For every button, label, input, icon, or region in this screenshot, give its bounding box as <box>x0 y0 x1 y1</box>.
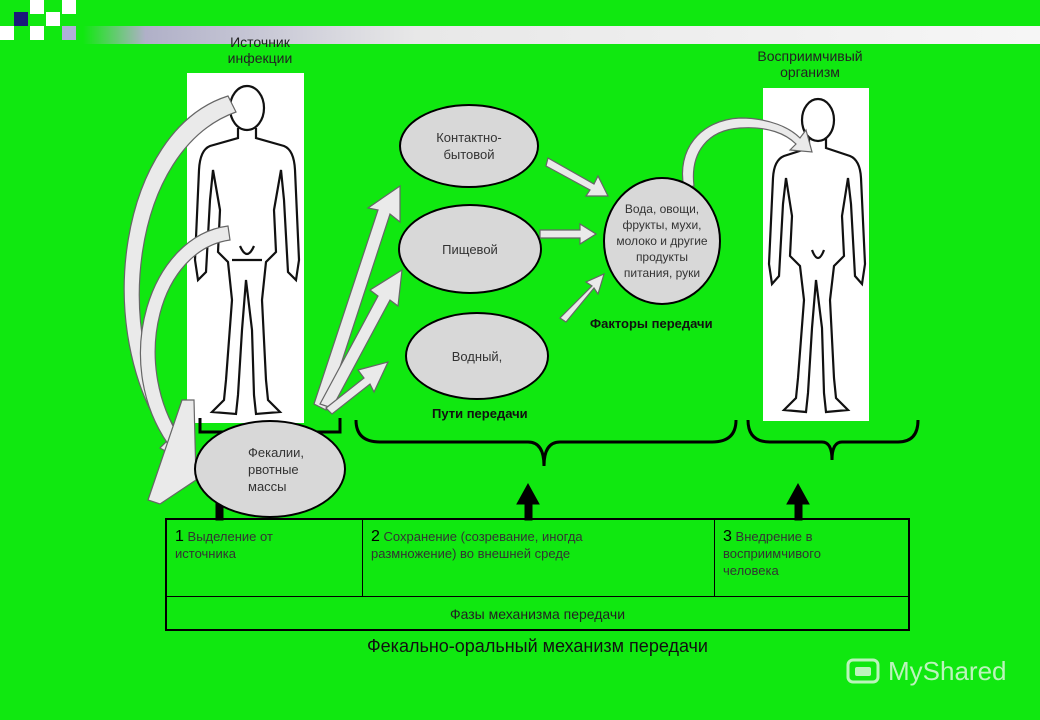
phase-cell-3: 3 Внедрение в восприимчивого человека <box>715 520 908 596</box>
factors-label: Факторы передачи <box>590 316 713 331</box>
route-food-oval: Пищевой <box>398 204 542 294</box>
phase-2-text: Сохранение (созревание, иногда размножен… <box>371 529 583 561</box>
phase-cell-2: 2 Сохранение (созревание, иногда размнож… <box>363 520 715 596</box>
phases-label: Фазы механизма передачи <box>167 596 908 630</box>
phases-table: 1 Выделение от источника 2 Сохранение (с… <box>165 518 910 631</box>
phase-3-number: 3 <box>723 528 732 545</box>
watermark: MyShared <box>846 654 1007 688</box>
phase-3-text: Внедрение в восприимчивого человека <box>723 529 821 578</box>
phase-1-number: 1 <box>175 528 184 545</box>
corner-squares <box>0 0 80 60</box>
factors-text: Вода, овощи, фрукты, мухи, молоко и друг… <box>616 202 708 280</box>
phase-1-text: Выделение от источника <box>175 529 273 561</box>
phase-cell-1: 1 Выделение от источника <box>167 520 363 596</box>
source-person-icon <box>193 84 301 416</box>
watermark-logo-icon <box>846 658 880 684</box>
routes-label: Пути передачи <box>432 406 528 421</box>
phase-2-number: 2 <box>371 528 380 545</box>
source-label: Источник инфекции <box>227 34 293 66</box>
route-contact-oval: Контактно- бытовой <box>399 104 539 188</box>
target-label: Восприимчивый организм <box>757 48 863 80</box>
excreta-text: Фекалии, рвотные массы <box>248 444 305 494</box>
route-arrows <box>313 184 403 415</box>
route-food-label: Пищевой <box>442 241 498 257</box>
excreta-oval: Фекалии, рвотные массы <box>194 420 346 518</box>
route-water-oval: Водный, <box>405 312 549 400</box>
route-water-label: Водный, <box>451 348 503 364</box>
diagram-caption: Фекально-оральный механизм передачи <box>366 636 708 656</box>
factors-oval: Вода, овощи, фрукты, мухи, молоко и друг… <box>603 177 721 305</box>
factor-arrows <box>539 157 609 323</box>
entry-arrow <box>681 117 813 189</box>
target-person-icon <box>767 97 867 414</box>
watermark-text: MyShared <box>888 655 1007 686</box>
route-contact-label: Контактно- бытовой <box>436 130 502 162</box>
header-band <box>0 26 1040 44</box>
